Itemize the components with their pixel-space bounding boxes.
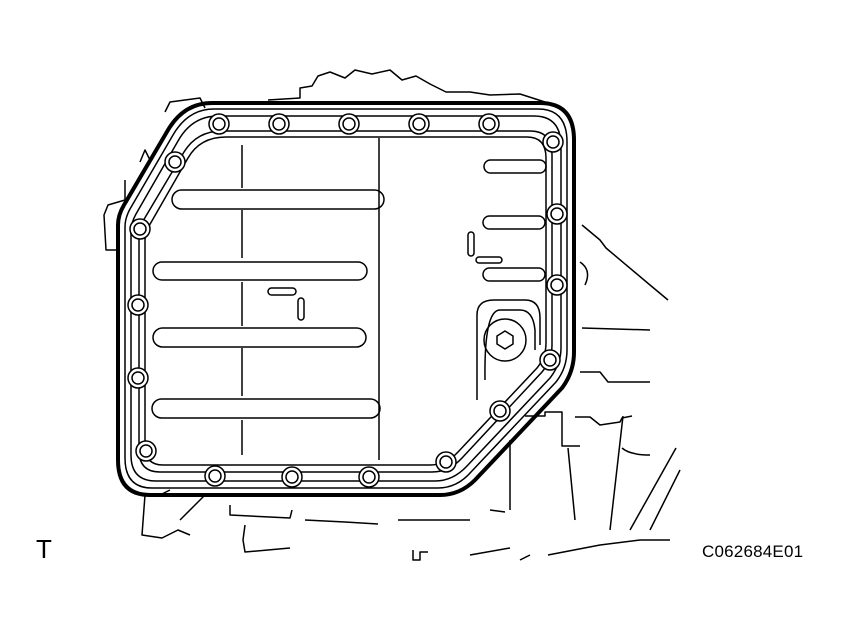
bolt-icon xyxy=(542,131,564,153)
bolt-icon xyxy=(408,113,430,135)
pan-flange-line-1 xyxy=(124,108,568,489)
drain-plug xyxy=(476,299,541,400)
bolt-icon xyxy=(435,451,457,473)
bolt-icon xyxy=(204,465,226,487)
pan-bolts xyxy=(127,113,568,488)
pan-ribs xyxy=(151,138,547,460)
bolt-icon xyxy=(135,440,157,462)
bolt-icon xyxy=(338,113,360,135)
bolt-icon xyxy=(208,113,230,135)
bolt-icon xyxy=(127,367,149,389)
oil-pan xyxy=(116,101,576,497)
view-label: T xyxy=(36,534,52,564)
bolt-icon xyxy=(281,466,303,488)
bolt-icon xyxy=(546,203,568,225)
bolt-icon xyxy=(164,151,186,173)
bolt-icon xyxy=(546,274,568,296)
bolt-icon xyxy=(358,466,380,488)
bolt-icon xyxy=(129,218,151,240)
pan-flange-line-2 xyxy=(130,115,562,482)
pan-outer-edge xyxy=(116,101,576,497)
bolt-icon xyxy=(127,294,149,316)
bolt-icon xyxy=(539,349,561,371)
transmission-case-outline xyxy=(103,69,681,561)
pan-flange-line-3 xyxy=(138,130,553,473)
bolt-icon xyxy=(489,400,511,422)
bolt-icon xyxy=(478,113,500,135)
figure-code: C062684E01 xyxy=(702,542,804,561)
bolt-icon xyxy=(268,113,290,135)
